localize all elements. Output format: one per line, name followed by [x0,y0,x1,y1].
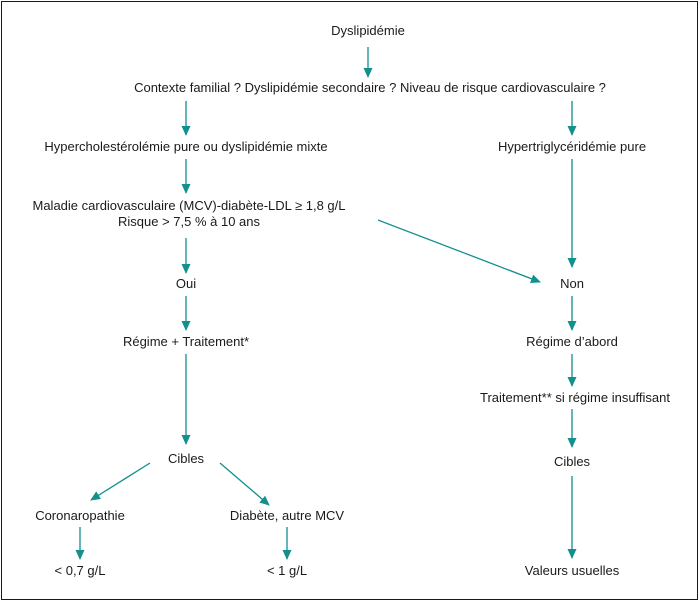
node-oui: Oui [175,276,197,291]
node-regime-abord: Régime d’abord [526,334,618,349]
arrow-cibles-to-coronaropathie [90,462,151,501]
node-contexte: Contexte familial ? Dyslipidémie seconda… [134,80,606,95]
arrow-maladie-to-non [377,219,541,283]
node-maladie: Maladie cardiovasculaire (MCV)-diabète-L… [32,198,345,230]
arrow-cibles-to-diabete [219,462,270,506]
node-maladie-line1: Maladie cardiovasculaire (MCV)-diabète-L… [32,198,346,213]
node-target-coronaro: < 0,7 g/L [54,563,106,578]
node-non: Non [560,276,584,291]
node-dyslipidemie: Dyslipidémie [331,23,405,38]
node-regime-traitement: Régime + Traitement* [122,334,250,349]
node-hypertriglyceridemie: Hypertriglycéridémie pure [497,139,647,154]
node-hypercholesterolemie: Hypercholestérolémie pure ou dyslipidémi… [44,139,328,154]
node-target-diabete: < 1 g/L [266,563,308,578]
node-traitement-insuffisant: Traitement** si régime insuffisant [479,390,671,405]
node-diabete-mcv: Diabète, autre MCV [229,508,345,523]
node-cibles-left: Cibles [167,451,205,466]
node-coronaropathie: Coronaropathie [35,508,125,523]
node-cibles-right: Cibles [553,454,591,469]
node-maladie-line2: Risque > 7,5 % à 10 ans [117,214,261,229]
node-valeurs-usuelles: Valeurs usuelles [524,563,620,578]
